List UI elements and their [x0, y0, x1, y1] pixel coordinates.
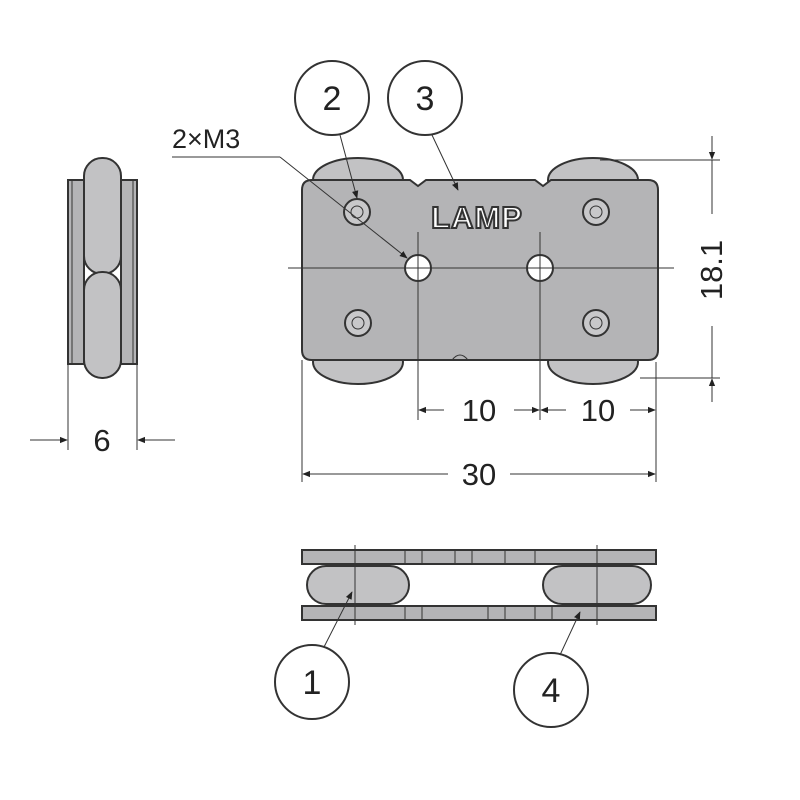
- dim-overall-width: 30: [462, 457, 496, 492]
- dim-height: 18.1: [694, 240, 729, 300]
- dim-pitch-left: 10: [462, 393, 496, 428]
- bottom-plate-top: [301, 549, 657, 565]
- rivet-bottom-right: [582, 309, 610, 337]
- bottom-plate-bottom: [301, 605, 657, 621]
- dim-pitch-right: 10: [581, 393, 615, 428]
- side-plate-left: [67, 179, 85, 365]
- callout-1-bubble: [274, 644, 350, 720]
- callout-3: 3: [416, 80, 435, 118]
- rivet-top-left: [343, 198, 371, 226]
- callout-4-bubble: [513, 652, 589, 728]
- callout-4: 4: [542, 672, 561, 710]
- front-view: LAMP 10 10 30 18.1 2×M3 2: [172, 60, 729, 492]
- side-wheel-top: [83, 157, 122, 275]
- bottom-view: 1 4: [274, 545, 657, 728]
- callout-1: 1: [303, 664, 322, 702]
- side-wheel-bottom: [83, 271, 122, 379]
- front-plate: [301, 179, 659, 361]
- callout-2: 2: [323, 80, 342, 118]
- hole-note: 2×M3: [172, 124, 240, 154]
- side-view: 6: [30, 157, 175, 458]
- logo-text: LAMP: [431, 200, 523, 235]
- callout-3-bubble: [387, 60, 463, 136]
- side-plate-right: [120, 179, 138, 365]
- callout-2-bubble: [294, 60, 370, 136]
- bottom-wheel-left: [306, 565, 410, 605]
- rivet-bottom-left: [344, 309, 372, 337]
- dim-thickness: 6: [93, 423, 110, 458]
- rivet-top-right: [582, 198, 610, 226]
